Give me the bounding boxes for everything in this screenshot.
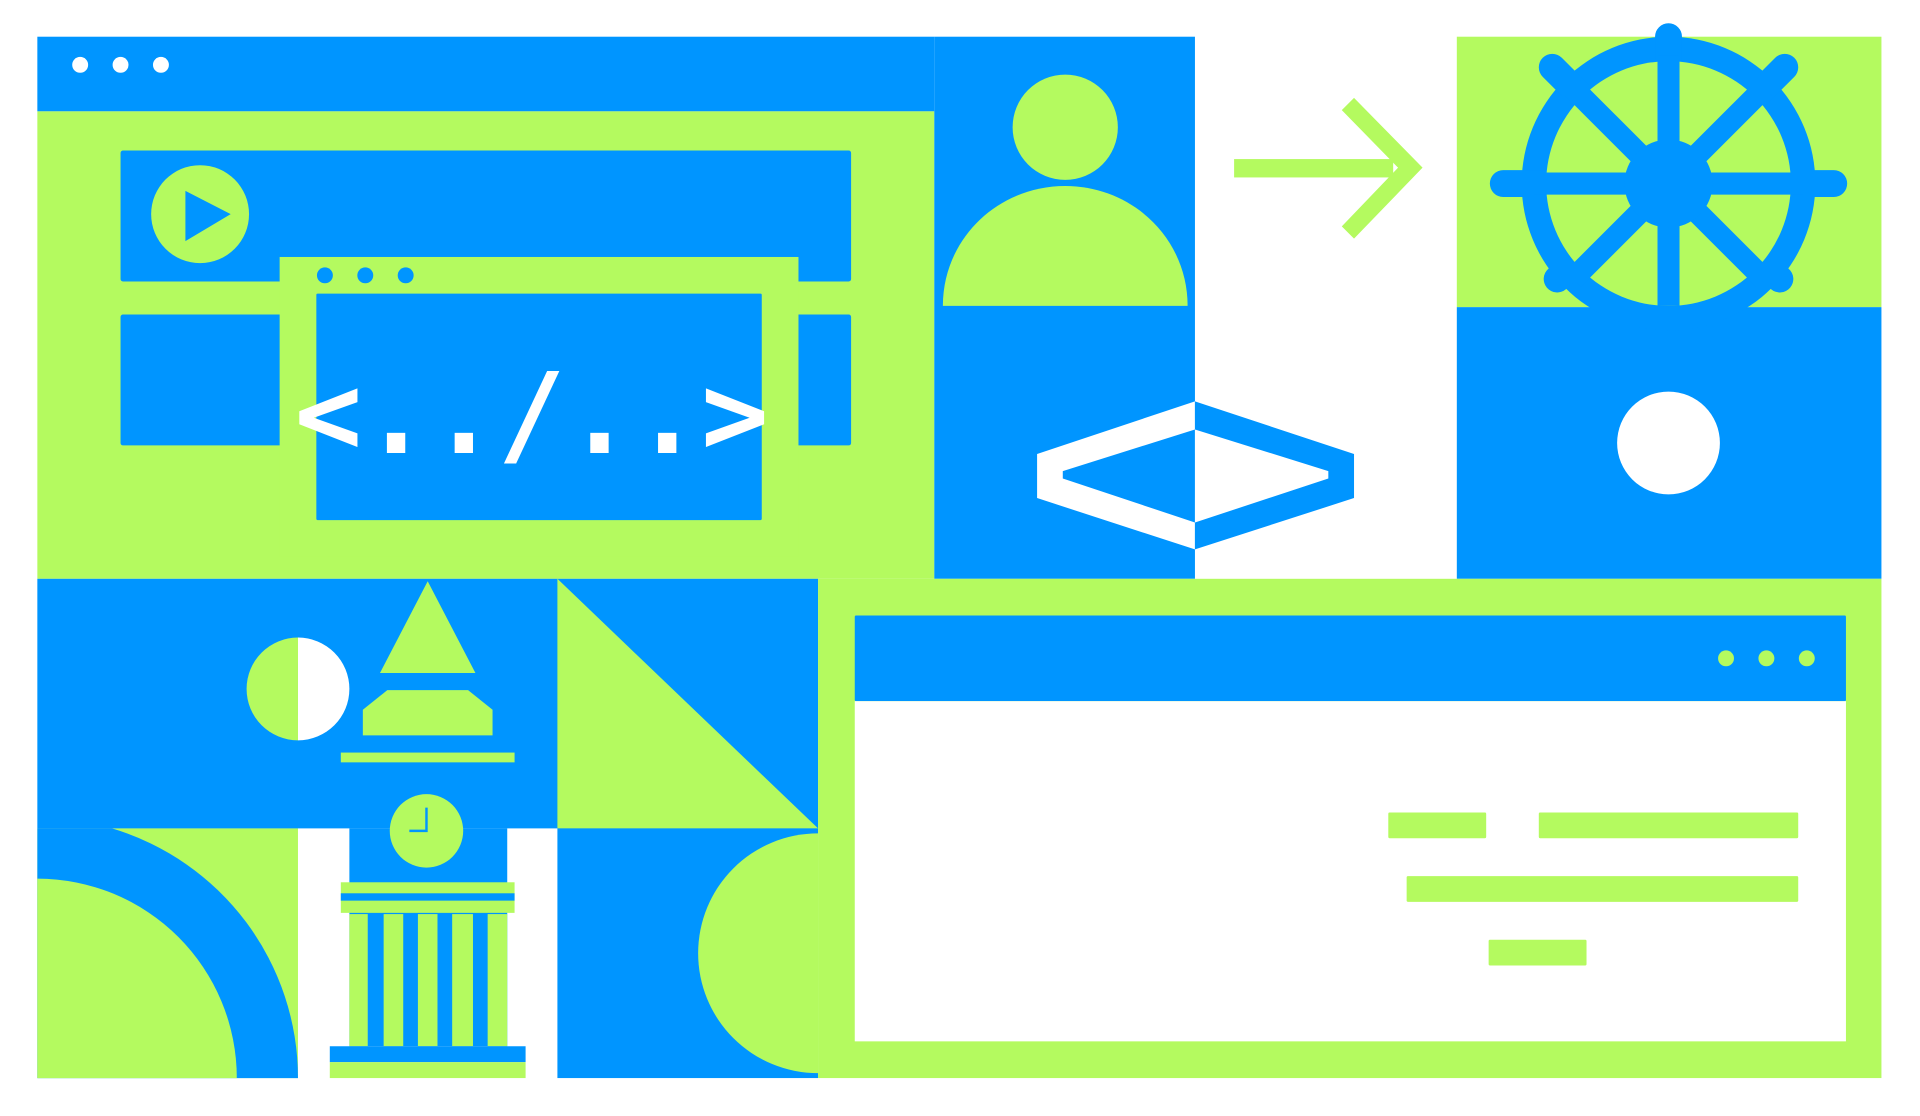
dot-icon: [397, 267, 414, 284]
code-brackets-icon: [1037, 401, 1355, 550]
roof-icon: [362, 690, 493, 736]
arrow-right-icon: [1234, 97, 1423, 239]
code-text: <../..>: [295, 349, 769, 480]
dot-icon: [1758, 650, 1775, 667]
triangle-icon: [379, 581, 476, 674]
dot-icon: [112, 56, 129, 73]
dot-icon: [357, 267, 374, 284]
half-circle-icon: [246, 637, 350, 741]
dot-icon: [1798, 650, 1815, 667]
kubernetes-wheel-icon: [1489, 23, 1848, 331]
dot-icon: [1718, 650, 1734, 667]
half-circle-shape: [698, 833, 819, 1074]
text-line-placeholder: [1538, 812, 1799, 839]
browser-body: [854, 701, 1846, 1042]
column-building-icon: [329, 828, 526, 1079]
code-window: <../..>: [279, 256, 799, 557]
window-header: [37, 36, 935, 112]
dot-icon: [316, 267, 333, 284]
browser-header: [854, 615, 1846, 702]
clock-icon: [389, 794, 464, 868]
text-line-placeholder: [1488, 939, 1587, 966]
text-line-placeholder: [1388, 812, 1487, 839]
kubernetes-panel: [1456, 23, 1882, 579]
roof-bar: [340, 752, 515, 763]
person-icon: [942, 74, 1188, 306]
browser-window-panel: [818, 578, 1882, 1079]
arc-shape: [37, 828, 298, 1079]
dot-icon: [1617, 391, 1720, 495]
play-icon: [151, 165, 250, 264]
text-line-placeholder: [1406, 876, 1799, 902]
top-left-panel: <../..>: [37, 36, 935, 579]
dot-icon: [72, 56, 89, 73]
media-card: [120, 150, 852, 282]
bottom-left-panel: [37, 578, 819, 1079]
dot-icon: [152, 56, 169, 73]
diagonal-triangle: [557, 578, 819, 829]
